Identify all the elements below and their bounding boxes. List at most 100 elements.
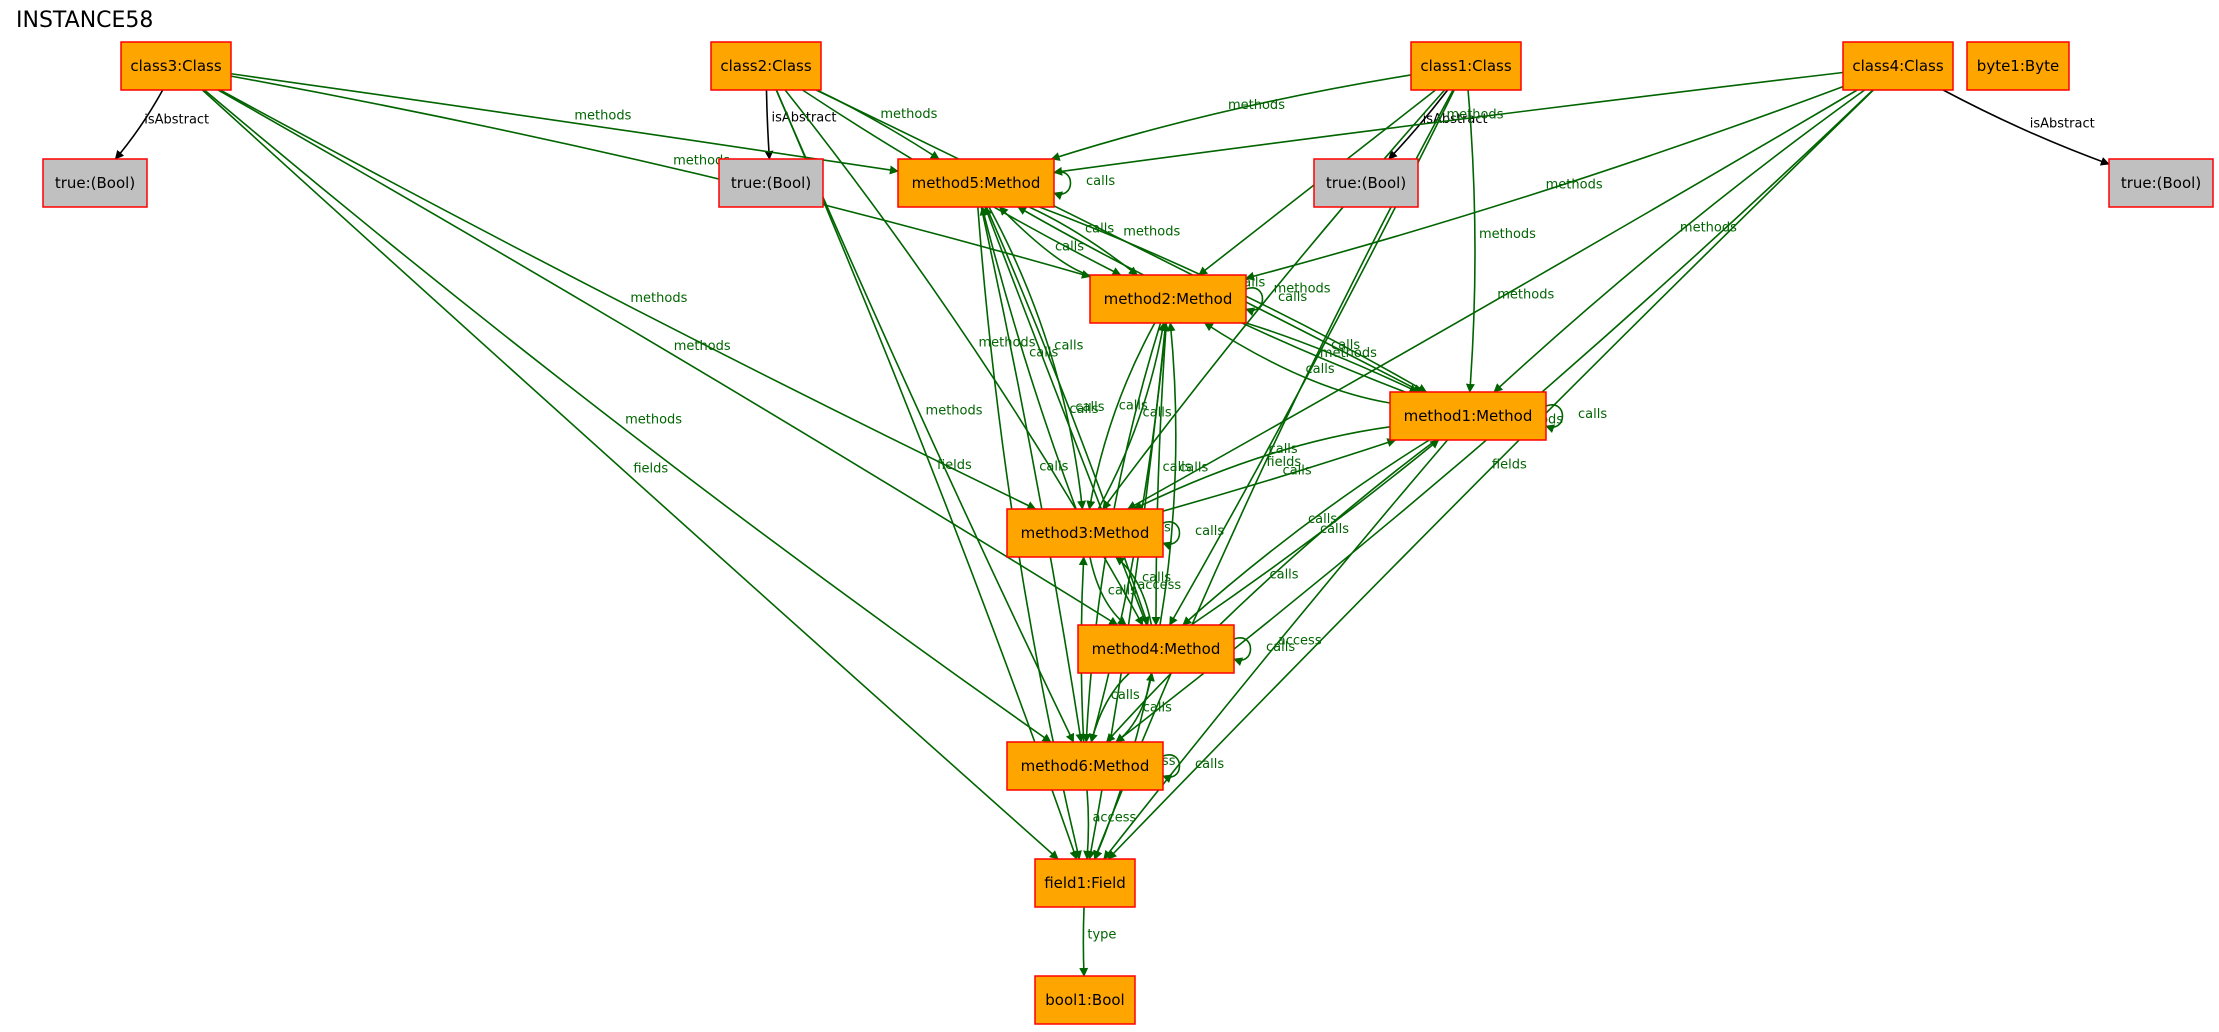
edge-method3-method5: calls bbox=[979, 206, 1077, 510]
edge-label: fields bbox=[633, 462, 668, 477]
edge-label: methods bbox=[674, 339, 731, 354]
edge-line bbox=[217, 89, 1119, 626]
edge-class4-method5: methods bbox=[1053, 71, 1844, 176]
edge-label: calls bbox=[1283, 463, 1312, 478]
node-method4[interactable]: method4:Method bbox=[1077, 624, 1235, 674]
edge-line bbox=[1050, 74, 1412, 161]
node-bool1[interactable]: bool1:Bool bbox=[1034, 975, 1136, 1025]
node-field1[interactable]: field1:Field bbox=[1034, 858, 1136, 908]
node-class2[interactable]: class2:Class bbox=[710, 41, 822, 91]
edge-label: access bbox=[1137, 578, 1181, 593]
edge-label: type bbox=[1087, 928, 1116, 943]
nodes-layer: class3:Class class2:Class class1:Class clas… bbox=[42, 41, 2214, 1025]
edge-line bbox=[1493, 89, 1866, 393]
node-box bbox=[718, 158, 824, 208]
node-method5[interactable]: method5:Method bbox=[897, 158, 1055, 208]
edge-line bbox=[1053, 71, 1844, 176]
edge-class3-method4: methods bbox=[217, 89, 1119, 626]
edge-line bbox=[1245, 322, 1419, 393]
edge-class3-method2: methods bbox=[230, 75, 1091, 279]
edge-label: calls bbox=[1142, 570, 1171, 585]
edge-method1-method1: calls bbox=[1545, 404, 1607, 433]
edge-label: isAbstract bbox=[772, 111, 837, 126]
edge-label: calls bbox=[1143, 700, 1172, 715]
edge-line bbox=[1465, 89, 1476, 393]
node-true3[interactable]: true:(Bool) bbox=[42, 158, 148, 208]
edge-method1-method6: calls bbox=[1106, 439, 1437, 743]
edge-method1-method4: calls bbox=[1182, 439, 1430, 626]
edge-line bbox=[1245, 85, 1844, 281]
edge-label: calls bbox=[1085, 221, 1114, 236]
edge-line bbox=[1106, 439, 1437, 743]
edge-line bbox=[1086, 322, 1156, 510]
node-method2[interactable]: method2:Method bbox=[1089, 274, 1247, 324]
node-class4[interactable]: class4:Class bbox=[1842, 41, 1954, 91]
edge-method5-method3: calls bbox=[988, 206, 1087, 510]
node-method6[interactable]: method6:Method bbox=[1006, 741, 1164, 791]
edge-class4-true4: isAbstract bbox=[1942, 89, 2110, 166]
edge-line bbox=[1133, 426, 1391, 510]
diagram-title: INSTANCE58 bbox=[16, 8, 154, 33]
node-class3[interactable]: class3:Class bbox=[120, 41, 232, 91]
node-label: method4:Method bbox=[1092, 640, 1221, 658]
edge-label: methods bbox=[1546, 178, 1603, 193]
edge-line bbox=[1088, 672, 1131, 743]
edge-method1-method3: calls bbox=[1133, 426, 1391, 510]
node-box bbox=[2108, 158, 2214, 208]
node-byte1[interactable]: byte1:Byte bbox=[1966, 41, 2070, 91]
edge-label: calls bbox=[1143, 405, 1172, 420]
edge-label: calls bbox=[1266, 640, 1295, 655]
edge-label: methods bbox=[1479, 227, 1536, 242]
edge-label: calls bbox=[1320, 522, 1349, 537]
edge-method2-method5: calls bbox=[998, 206, 1091, 277]
edge-line bbox=[230, 75, 1091, 279]
edge-label: calls bbox=[1179, 460, 1208, 475]
node-true1[interactable]: true:(Bool) bbox=[1313, 158, 1419, 208]
edge-line bbox=[219, 89, 1037, 510]
edge-class4-method1: methods bbox=[1493, 89, 1866, 393]
node-box bbox=[1034, 975, 1136, 1025]
edge-label: calls bbox=[1195, 524, 1224, 539]
edge-line bbox=[985, 206, 1150, 626]
edge-line bbox=[1102, 89, 1446, 510]
edge-class1-method3: methods bbox=[1102, 89, 1446, 510]
node-method3[interactable]: method3:Method bbox=[1006, 508, 1164, 558]
node-box bbox=[897, 158, 1055, 208]
edge-label: methods bbox=[1274, 281, 1331, 296]
edge-method6-field1: access bbox=[1083, 789, 1136, 860]
node-label: true:(Bool) bbox=[2121, 174, 2201, 192]
edge-label: calls bbox=[1331, 338, 1360, 353]
edge-line bbox=[1162, 438, 1397, 512]
edge-label: calls bbox=[1269, 568, 1298, 583]
edge-class3-method6: methods bbox=[203, 89, 1052, 743]
edge-label: isAbstract bbox=[144, 113, 209, 128]
edge-line bbox=[203, 89, 1052, 743]
edge-label: calls bbox=[1578, 407, 1607, 422]
edge-method6-method6: calls bbox=[1162, 754, 1224, 783]
edge-method2-method3: calls bbox=[1086, 322, 1156, 510]
edge-method5-method4: calls bbox=[985, 206, 1150, 626]
edge-class3-method3: methods bbox=[219, 89, 1037, 510]
node-class1[interactable]: class1:Class bbox=[1410, 41, 1522, 91]
edge-label: fields bbox=[937, 458, 972, 473]
edge-label: calls bbox=[1039, 460, 1068, 475]
node-label: true:(Bool) bbox=[731, 174, 811, 192]
edge-line bbox=[980, 206, 1085, 743]
edge-label: access bbox=[1092, 811, 1136, 826]
node-method1[interactable]: method1:Method bbox=[1389, 391, 1547, 441]
edge-method6-method4: calls bbox=[1115, 672, 1172, 743]
edge-method3-method3: calls bbox=[1162, 521, 1224, 550]
edge-class4-method3: methods bbox=[1127, 89, 1858, 510]
node-label: field1:Field bbox=[1044, 874, 1126, 892]
node-label: class2:Class bbox=[720, 57, 811, 75]
node-true4[interactable]: true:(Bool) bbox=[2108, 158, 2214, 208]
edge-line bbox=[1162, 754, 1181, 783]
edge-line bbox=[201, 89, 1059, 860]
edge-label: calls bbox=[1269, 442, 1298, 457]
edge-line bbox=[1115, 672, 1155, 743]
node-label: class3:Class bbox=[130, 57, 221, 75]
node-true2[interactable]: true:(Bool) bbox=[718, 158, 824, 208]
node-label: true:(Bool) bbox=[55, 174, 135, 192]
node-label: method1:Method bbox=[1404, 407, 1533, 425]
edge-label: calls bbox=[1108, 583, 1137, 598]
